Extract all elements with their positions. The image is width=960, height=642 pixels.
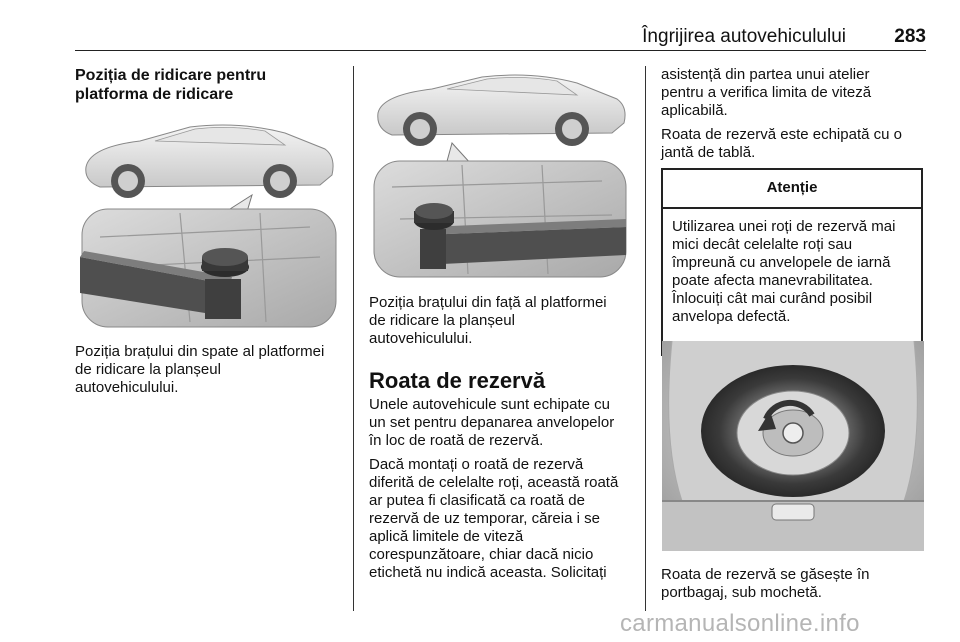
chapter-title: Îngrijirea autovehiculului: [642, 26, 846, 47]
page-header: Îngrijirea autovehiculului 283: [75, 26, 926, 50]
spare-wheel-trunk-illustration: [662, 341, 924, 551]
header-rule: [75, 50, 926, 51]
rear-arm-caption: Poziția brațului din spate al platformei…: [75, 343, 325, 396]
watermark: carmanualsonline.info: [620, 610, 860, 637]
column-divider-1: [353, 66, 354, 611]
warning-box: Atenție Utilizarea unei roți de rezervă …: [661, 168, 923, 356]
spare-wheel-heading: Roata de rezervă: [369, 368, 546, 393]
car-front-lift-illustration: [373, 74, 627, 278]
car-rear-lift-illustration: [80, 124, 337, 328]
warning-divider: [663, 207, 921, 209]
column-divider-2: [645, 66, 646, 611]
page-number: 283: [894, 26, 926, 47]
warning-title: Atenție: [766, 179, 818, 196]
